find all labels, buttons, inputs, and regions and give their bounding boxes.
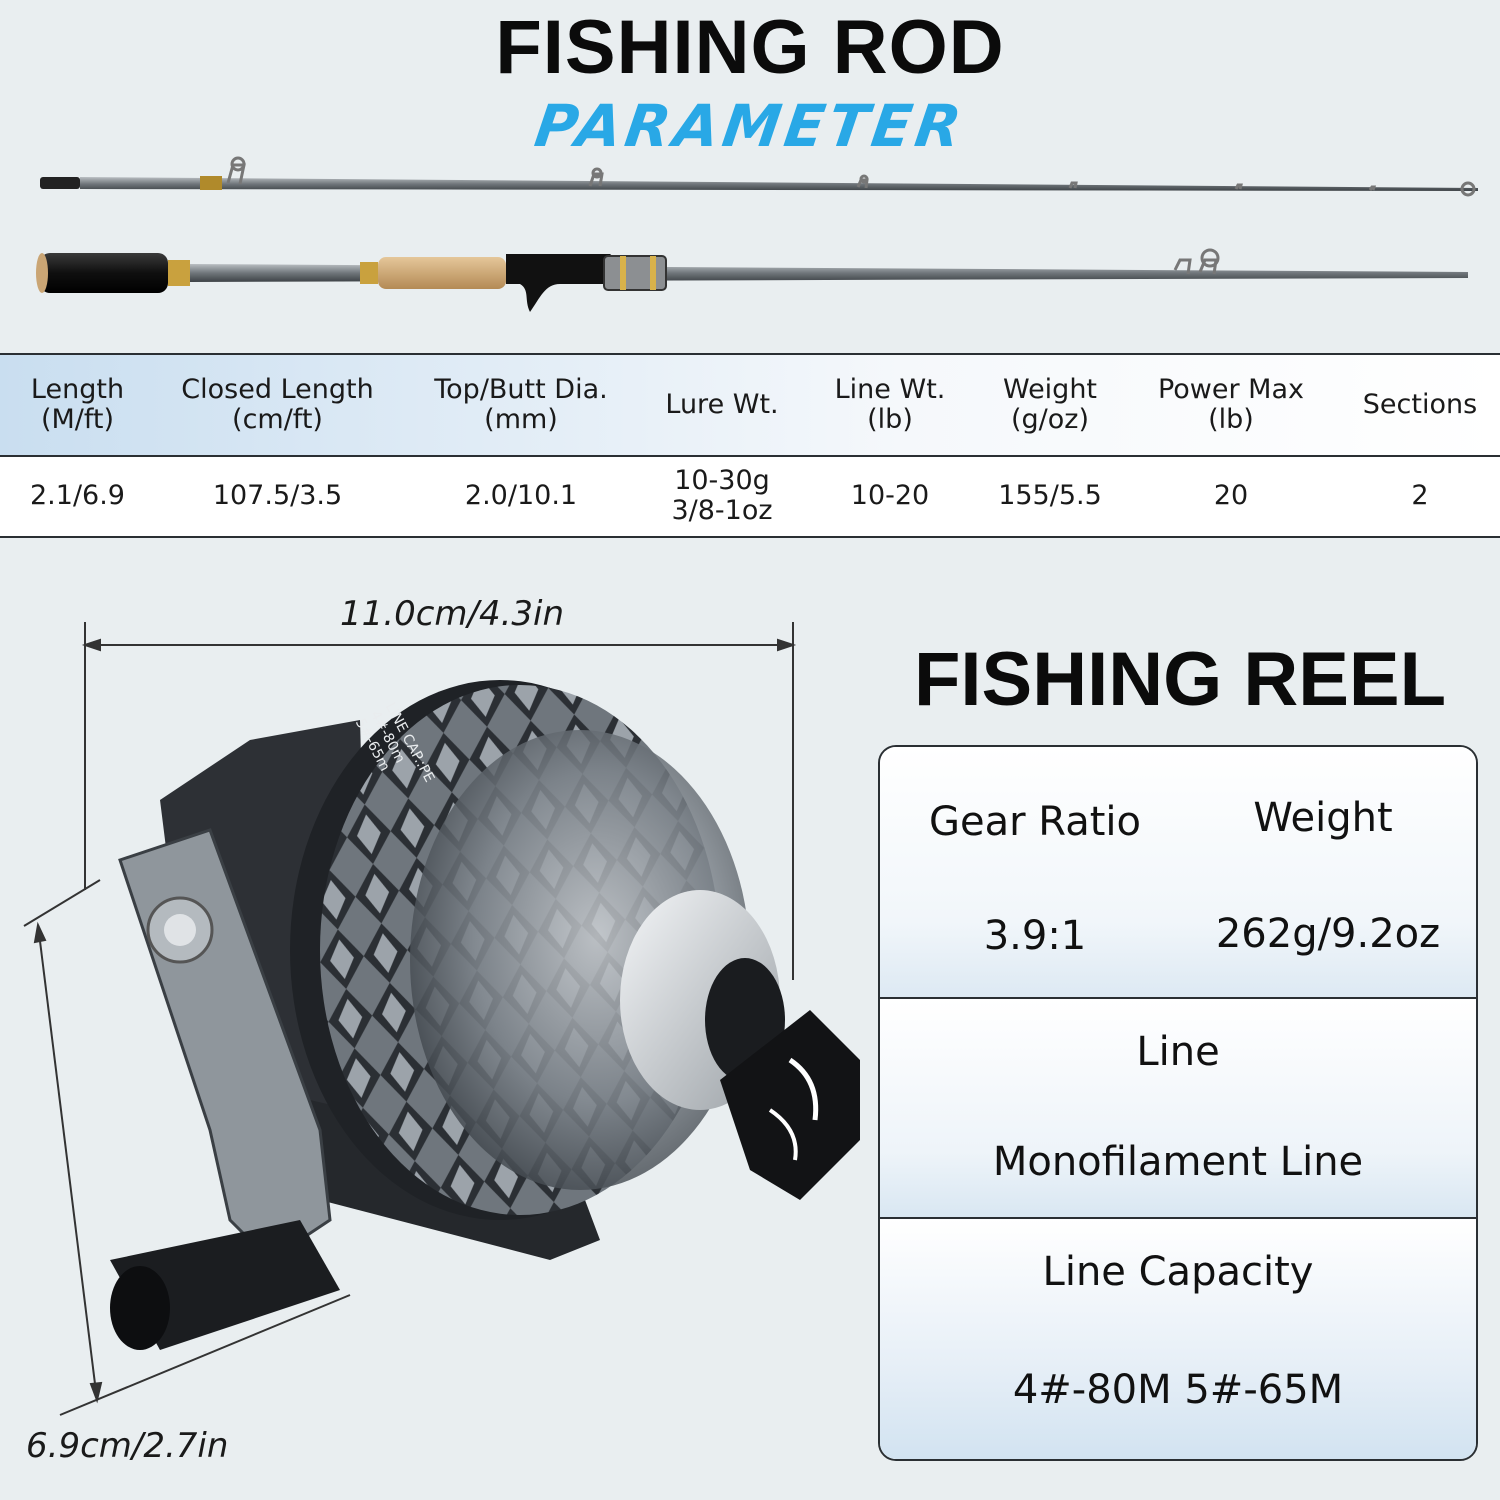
fishing-rod-illustration: [36, 156, 1478, 312]
value-length: 2.1/6.9: [30, 479, 125, 511]
value-closed-length: 107.5/3.5: [212, 479, 343, 511]
value-power-max: 20: [1213, 479, 1249, 511]
reel-spec-capacity: Line Capacity 4#-80M 5#-65M: [880, 1219, 1476, 1459]
value-sections: 2: [1411, 479, 1429, 511]
gear-ratio-label: Gear Ratio: [929, 799, 1141, 845]
value-lure-wt: 10-30g 3/8-1oz: [671, 464, 773, 526]
rod-spec-value-row: 2.1/6.9 107.5/3.5 2.0/10.1 10-30g 3/8-1o…: [0, 457, 1500, 534]
rod-spec-header-row: Length (M/ft) Closed Length (cm/ft) Top/…: [0, 355, 1500, 457]
header-length: Length (M/ft): [30, 374, 125, 435]
header-top-butt-dia: Top/Butt Dia. (mm): [434, 374, 608, 435]
gear-ratio-value: 3.9:1: [983, 913, 1087, 959]
reel-spec-box: Gear Ratio Weight 3.9:1 262g/9.2oz Line …: [878, 745, 1478, 1461]
rod-spec-table: Length (M/ft) Closed Length (cm/ft) Top/…: [0, 353, 1500, 538]
header-line-wt: Line Wt. (lb): [834, 374, 946, 435]
header-closed-length: Closed Length (cm/ft): [181, 374, 374, 435]
rod-butt-section: [36, 248, 1468, 312]
header-power-max: Power Max (lb): [1157, 374, 1305, 435]
header-lure-wt: Lure Wt.: [665, 389, 779, 420]
rod-tip-section: [40, 156, 1478, 197]
line-value: Monofilament Line: [992, 1139, 1364, 1185]
page-title: FISHING ROD: [495, 5, 1005, 90]
fishing-reel-illustration: [110, 680, 860, 1350]
header-sections: Sections: [1362, 389, 1478, 420]
line-label: Line: [1136, 1029, 1220, 1075]
weight-value: 262g/9.2oz: [1215, 911, 1441, 957]
reel-title: FISHING REEL: [913, 637, 1447, 722]
header-weight: Weight (g/oz): [1002, 374, 1098, 435]
capacity-value: 4#-80M 5#-65M: [1012, 1367, 1344, 1413]
rod-guide-icons: [226, 156, 1476, 197]
weight-label: Weight: [1253, 795, 1393, 841]
reel-spec-line: Line Monofilament Line: [880, 999, 1476, 1219]
width-dimension-label: 11.0cm/4.3in: [340, 594, 565, 634]
value-line-wt: 10-20: [850, 479, 930, 511]
reel-spec-gear-weight: Gear Ratio Weight 3.9:1 262g/9.2oz: [880, 747, 1476, 999]
height-dimension-label: 6.9cm/2.7in: [26, 1426, 229, 1466]
value-weight: 155/5.5: [998, 479, 1102, 511]
dimension-lines: [23, 622, 797, 1416]
value-top-butt-dia: 2.0/10.1: [464, 479, 578, 511]
capacity-label: Line Capacity: [1042, 1249, 1314, 1295]
